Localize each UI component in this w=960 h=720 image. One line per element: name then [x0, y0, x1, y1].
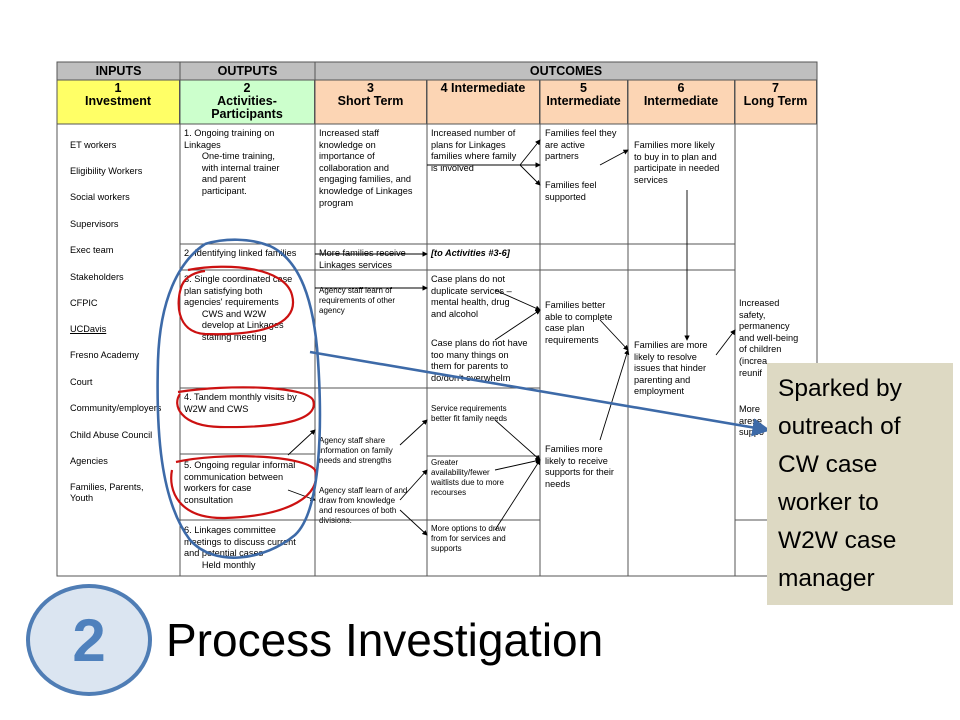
intermediate4-1: Increased number of plans for Linkages f… [431, 128, 517, 173]
intermediate4-4: Case plans do not have too many things o… [431, 338, 528, 383]
short-term-3: Agency staff learn of requirements of ot… [319, 286, 396, 315]
activity-1: 1. Ongoing training on Linkages One-time… [184, 128, 280, 196]
input-item: UCDavis [70, 324, 107, 334]
column-header-7: 7 Long Term [735, 80, 817, 124]
input-item: Community/employers [70, 403, 162, 413]
intermediate4-3: Case plans do not duplicate services – m… [431, 274, 512, 319]
table-grid [56, 61, 818, 577]
input-item: Child Abuse Council [70, 430, 153, 440]
intermediate4-5: Service requirements better fit family n… [431, 404, 508, 423]
header-outcomes: OUTCOMES [315, 62, 817, 80]
blue-annotation [156, 238, 771, 559]
intermediate5-3: Families better able to complete case pl… [545, 300, 613, 345]
input-item: Agencies [70, 456, 108, 466]
short-term-1: Increased staff knowledge on importance … [319, 128, 413, 208]
intermediate4-7: More options to draw from for services a… [431, 524, 506, 553]
long-term-1: Increased safety, permanency and well-be… [739, 298, 799, 378]
column-header-1: 1 Investment [57, 80, 180, 124]
input-item: ET workers [70, 140, 117, 150]
input-item: Families, Parents, Youth [70, 482, 144, 503]
input-item: CFPIC [70, 298, 98, 308]
header-inputs: INPUTS [57, 62, 180, 80]
intermediate4-2: [to Activities #3-6] [431, 248, 510, 258]
intermediate6-1: Families more likely to buy in to plan a… [634, 140, 720, 185]
input-item: Social workers [70, 192, 130, 202]
flow-arrows [287, 139, 736, 536]
column-header-6: 6 Intermediate [628, 80, 735, 124]
input-item: Eligibility Workers [70, 166, 143, 176]
column-header-3: 3 Short Term [315, 80, 427, 124]
slide-title: Process Investigation [166, 614, 604, 666]
column-header-4: 4 Intermediate [427, 80, 540, 124]
header-outputs: OUTPUTS [180, 62, 315, 80]
red-annotation-circles [170, 265, 318, 520]
column-header-2: 2 Activities- Participants [180, 80, 315, 124]
short-term-2: More families receive Linkages services [319, 248, 406, 270]
step-number-badge: 2 [26, 584, 152, 696]
input-item: Exec team [70, 245, 114, 255]
input-item: Stakeholders [70, 272, 124, 282]
intermediate5-1: Families feel they are active partners [545, 128, 617, 162]
step-number: 2 [72, 606, 106, 674]
input-item: Court [70, 377, 93, 387]
intermediate6-2: Families are more likely to resolve issu… [634, 340, 708, 397]
intermediate4-6: Greater availability/fewer waitlists due… [431, 458, 504, 497]
input-item: Fresno Academy [70, 350, 139, 360]
activity-3: 3. Single coordinated case plan satisfyi… [184, 274, 293, 342]
intermediate5-4: Families more likely to receive supports… [545, 444, 614, 489]
short-term-4: Agency staff share information on family… [319, 436, 393, 465]
intermediate5-2: Families feel supported [545, 180, 597, 202]
callout-note: Sparked by outreach of CW case worker to… [767, 363, 953, 605]
input-item: Supervisors [70, 219, 119, 229]
activity-6: 6. Linkages committee meetings to discus… [184, 525, 296, 570]
activity-4: 4. Tandem monthly visits by W2W and CWS [184, 392, 297, 414]
activity-5: 5. Ongoing regular informal communicatio… [184, 460, 296, 505]
